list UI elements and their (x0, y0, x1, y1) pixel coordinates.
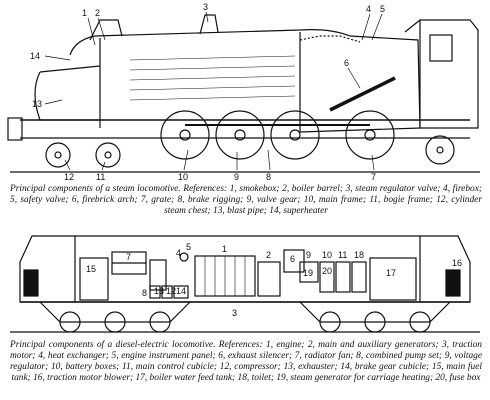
steam-locomotive-drawing: 1 2 3 4 5 6 7 8 9 10 11 12 13 14 (7, 2, 480, 182)
diesel-caption: Principal components of a diesel-electri… (10, 340, 482, 383)
diesel-label: 12 (166, 286, 176, 296)
diesel-label: 10 (322, 250, 332, 260)
diesel-label: 17 (386, 268, 396, 278)
steam-label: 14 (30, 51, 40, 61)
diesel-label: 11 (338, 250, 347, 260)
diesel-label: 13 (154, 286, 164, 296)
steam-label: 9 (234, 172, 239, 182)
diesel-label: 18 (354, 250, 364, 260)
diesel-label: 16 (452, 258, 462, 268)
diesel-label: 15 (86, 264, 96, 274)
diesel-label: 6 (290, 254, 295, 264)
diesel-label: 19 (303, 268, 313, 278)
diesel-label: 5 (186, 242, 191, 252)
steam-wheels (45, 110, 455, 168)
steam-label: 8 (266, 172, 271, 182)
steam-label: 4 (366, 4, 371, 14)
diesel-label: 14 (176, 286, 186, 296)
steam-label: 2 (95, 8, 100, 18)
diesel-label: 3 (232, 308, 237, 318)
diesel-label: 4 (176, 248, 181, 258)
diesel-label: 9 (306, 250, 311, 260)
steam-label: 6 (344, 58, 349, 68)
steam-label: 1 (82, 8, 87, 18)
steam-label: 10 (178, 172, 188, 182)
steam-label: 11 (96, 172, 105, 182)
steam-label: 7 (371, 172, 376, 182)
steam-label: 13 (32, 99, 42, 109)
diesel-label: 8 (142, 288, 147, 298)
diesel-label: 7 (126, 252, 131, 262)
steam-label: 5 (380, 4, 385, 14)
steam-leader-lines (44, 11, 383, 171)
diesel-label: 1 (222, 244, 227, 254)
diesel-label: 2 (266, 250, 271, 260)
diesel-label: 20 (322, 266, 332, 276)
diesel-label: 16 (26, 271, 36, 281)
steam-caption: Principal components of a steam locomoti… (10, 184, 482, 216)
steam-label: 3 (203, 2, 208, 12)
steam-label: 12 (64, 172, 74, 182)
diesel-locomotive-drawing: 16 15 7 4 5 1 2 6 19 9 10 11 20 18 16 17… (10, 235, 480, 333)
